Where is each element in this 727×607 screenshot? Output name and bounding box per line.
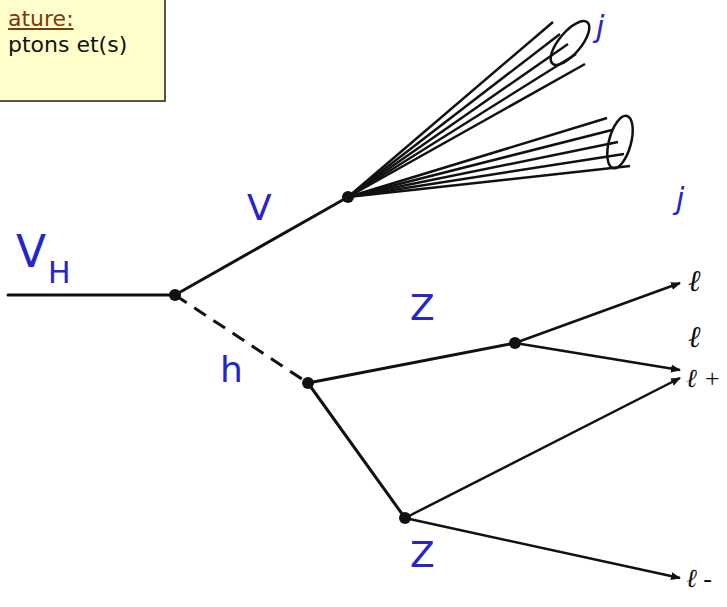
signature-box: ature:ptons et(s) <box>0 0 166 102</box>
lepton-line <box>405 378 680 518</box>
lepton-label: ℓ + <box>686 366 721 392</box>
lepton-label: ℓ - <box>686 566 712 592</box>
z-line <box>308 383 405 518</box>
particle-label: Z <box>410 537 435 573</box>
vertex-dot <box>169 191 521 524</box>
lepton-line <box>515 283 680 343</box>
box-heading: ature: <box>8 6 156 32</box>
particle-label: h <box>220 352 243 388</box>
particle-label: V <box>247 190 272 226</box>
lepton-label: ℓ <box>688 322 701 352</box>
lepton-label: ℓ <box>688 266 701 296</box>
jet-cone <box>348 113 638 197</box>
particle-label: H <box>48 258 71 288</box>
lepton-line <box>515 343 680 370</box>
particle-label: j <box>596 12 604 42</box>
jet-cone <box>348 15 596 197</box>
particle-label: Z <box>410 290 435 326</box>
vh-line <box>8 294 175 297</box>
z-line <box>308 343 515 383</box>
particle-label: j <box>676 184 684 214</box>
lepton-line <box>405 518 680 578</box>
box-text: ptons et(s) <box>8 32 129 58</box>
particle-label: V <box>16 230 46 274</box>
